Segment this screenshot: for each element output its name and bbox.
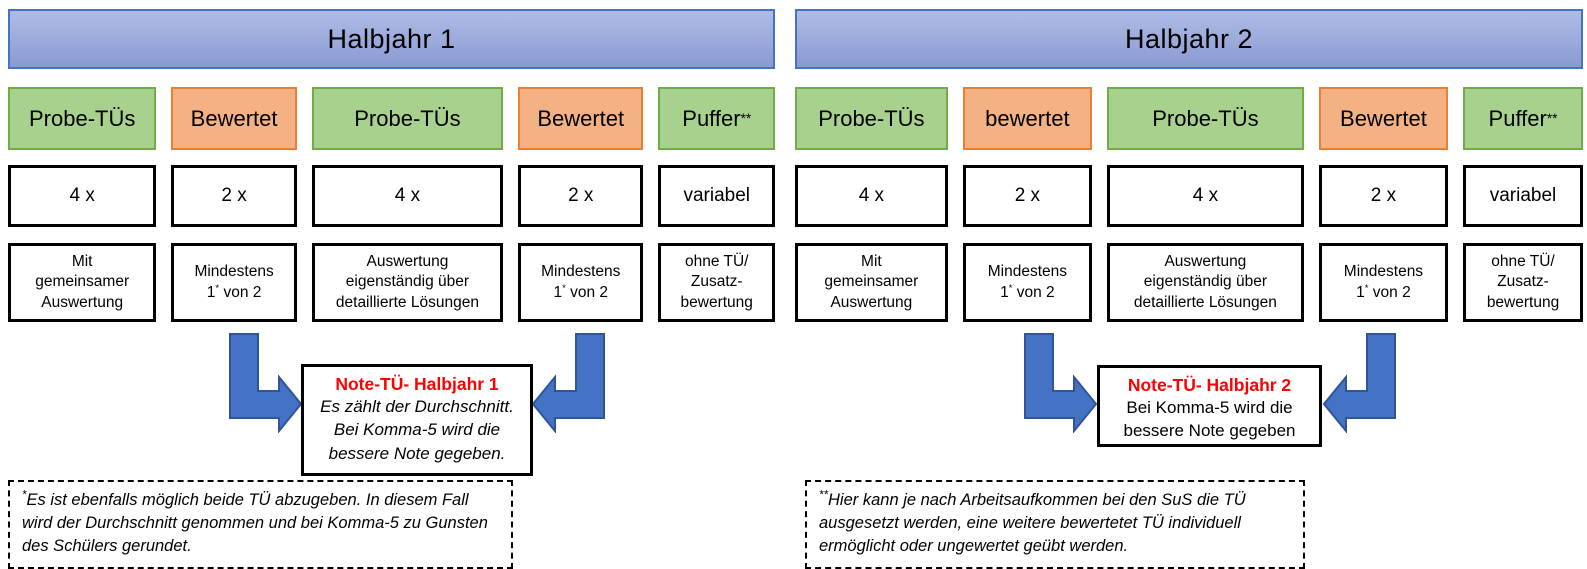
footnote-single-asterisk: *Es ist ebenfalls möglich beide TÜ abzug… [8,480,513,569]
detail-line: 1 [1356,283,1365,301]
detail-text: Mindestens 1* von 2 [194,262,273,303]
category-box-probe-tus-1: Probe-TÜs [8,87,157,150]
category-box-probe-tus-2: Probe-TÜs [311,87,504,150]
detail-line: 1 [206,283,216,301]
category-box-puffer: Puffer ** [1463,87,1583,150]
detail-row-1: Mit gemeinsamer Auswertung Mindestens 1* … [8,243,775,322]
category-label: bewertet [985,105,1070,131]
category-row-2: Probe-TÜs bewertet Probe-TÜs Bewertet Pu… [795,87,1583,150]
detail-line: von 2 [1368,283,1411,301]
category-box-bewertet-1: bewertet [962,87,1092,150]
detail-line: 1 [1000,283,1009,301]
superscript-asterisks: ** [819,489,828,502]
note-box-halbjahr-2: Note-TÜ- Halbjahr 2 Bei Komma-5 wird die… [1097,365,1322,447]
semester-panel-2: Halbjahr 2 Probe-TÜs bewertet Probe-TÜs … [795,9,1583,569]
detail-box: Mindestens 1* von 2 [518,243,644,322]
detail-box: ohne TÜ/ Zusatz- bewertung [1463,243,1583,322]
note-title: Note-TÜ- Halbjahr 2 [1127,375,1292,395]
note-box-halbjahr-1: Note-TÜ- Halbjahr 1 Es zählt der Durchsc… [301,364,533,476]
detail-box: Mit gemeinsamer Auswertung [8,243,157,322]
category-label: Probe-TÜs [29,105,136,131]
bent-arrow-down-left-icon [1322,333,1396,433]
detail-text: Auswertung eigenständig über detailliert… [1133,252,1277,311]
count-box: variabel [1463,165,1583,227]
category-box-puffer: Puffer** [658,87,775,150]
detail-line: von 2 [219,283,262,301]
count-box: 4 x [795,165,948,227]
detail-text: Mindestens 1* von 2 [541,262,620,303]
category-label: Puffer [682,105,741,131]
note-body: Es zählt der Durchschnitt. Bei Komma-5 w… [320,397,514,463]
detail-text: Mit gemeinsamer Auswertung [824,252,919,311]
detail-text: ohne TÜ/ Zusatz- bewertung [680,252,753,311]
category-label: Puffer [1488,105,1547,131]
count-box: 4 x [311,165,504,227]
detail-box: Mindestens 1* von 2 [1318,243,1449,322]
category-box-probe-tus-2: Probe-TÜs [1106,87,1304,150]
detail-line: Mindestens [987,263,1067,281]
detail-line: 1 [553,283,563,301]
note-body: Bei Komma-5 wird die bessere Note gegebe… [1123,398,1296,441]
detail-line: Mindestens [1343,263,1424,281]
semester-header-1: Halbjahr 1 [8,9,775,69]
count-box: variabel [658,165,775,227]
category-row-1: Probe-TÜs Bewertet Probe-TÜs Bewertet Pu… [8,87,775,150]
detail-line: von 2 [565,283,609,301]
detail-box: Auswertung eigenständig über detailliert… [311,243,504,322]
category-label: Probe-TÜs [818,105,925,131]
category-label: Probe-TÜs [354,105,461,131]
detail-text: Mit gemeinsamer Auswertung [35,252,130,311]
superscript-asterisk: * [562,282,566,294]
bent-arrow-down-right-icon [1024,333,1098,433]
superscript-asterisk: * [1008,282,1013,294]
category-box-bewertet-1: Bewertet [171,87,297,150]
footnote-text: Hier kann je nach Arbeitsaufkommen bei d… [819,491,1246,556]
detail-text: Mindestens 1* von 2 [988,262,1067,303]
footnote-text: Es ist ebenfalls möglich beide TÜ abzuge… [22,491,488,556]
category-box-bewertet-2: Bewertet [1318,87,1449,150]
detail-line: von 2 [1012,283,1055,301]
bent-arrow-down-left-icon [531,333,605,433]
note-title: Note-TÜ- Halbjahr 1 [335,374,499,394]
detail-line: Mindestens [194,263,274,281]
superscript-asterisk: * [215,282,220,294]
bent-arrow-down-right-icon [229,333,303,433]
detail-row-2: Mit gemeinsamer Auswertung Mindestens 1* … [795,243,1583,322]
count-row-1: 4 x 2 x 4 x 2 x variabel [8,165,775,227]
category-box-probe-tus-1: Probe-TÜs [795,87,948,150]
category-label: Bewertet [537,105,625,131]
detail-text: Mindestens 1* von 2 [1344,262,1423,303]
superscript-asterisk: * [1364,282,1369,294]
count-box: 4 x [1106,165,1304,227]
category-label: Bewertet [190,105,278,131]
detail-line: Mindestens [541,263,621,281]
count-box: 2 x [171,165,297,227]
footnote-double-asterisk: **Hier kann je nach Arbeitsaufkommen bei… [805,480,1305,569]
count-box: 2 x [1318,165,1449,227]
count-box: 4 x [8,165,157,227]
detail-box: Auswertung eigenständig über detailliert… [1106,243,1304,322]
detail-box: Mit gemeinsamer Auswertung [795,243,948,322]
semester-header-2: Halbjahr 2 [795,9,1583,69]
category-label: Probe-TÜs [1152,105,1259,131]
detail-text: Auswertung eigenständig über detailliert… [335,252,479,311]
count-row-2: 4 x 2 x 4 x 2 x variabel [795,165,1583,227]
count-box: 2 x [518,165,644,227]
detail-box: Mindestens 1* von 2 [962,243,1092,322]
superscript-asterisk: * [22,489,27,502]
category-label: Bewertet [1340,105,1427,131]
category-box-bewertet-2: Bewertet [518,87,644,150]
detail-box: Mindestens 1* von 2 [171,243,297,322]
semester-panel-1: Halbjahr 1 Probe-TÜs Bewertet Probe-TÜs … [8,9,775,569]
detail-box: ohne TÜ/ Zusatz- bewertung [658,243,775,322]
count-box: 2 x [962,165,1092,227]
detail-text: ohne TÜ/ Zusatz- bewertung [1486,252,1560,311]
